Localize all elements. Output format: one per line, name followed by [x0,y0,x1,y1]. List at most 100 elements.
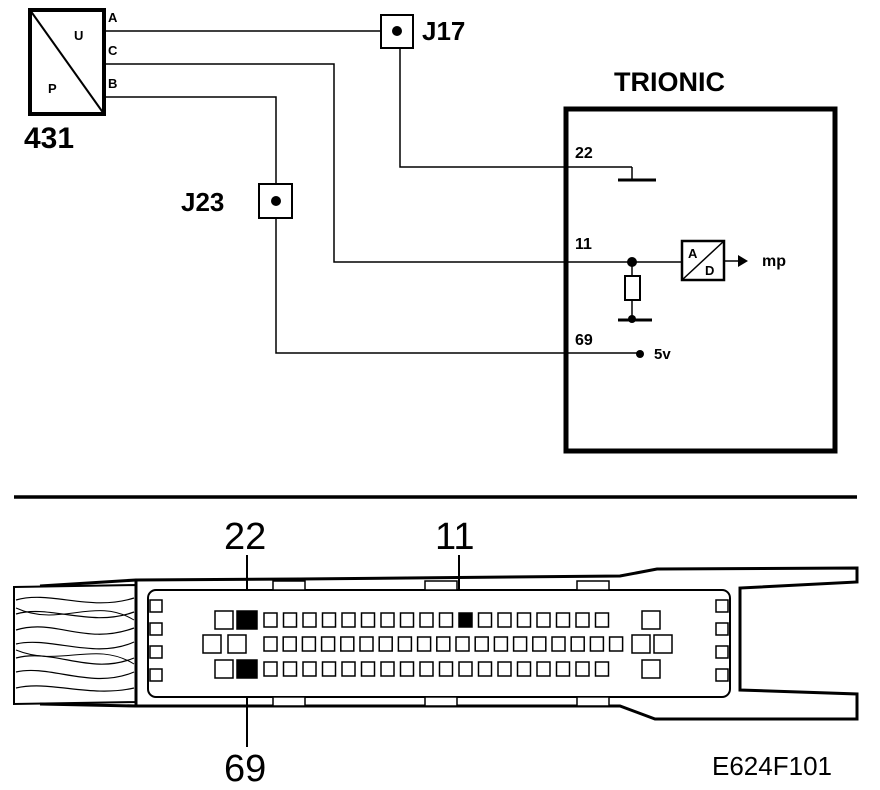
figure-code: E624F101 [712,751,832,781]
pin [438,612,454,628]
sensor-pin-c: C [108,43,118,58]
pin [594,612,610,628]
pin [474,636,489,652]
connector-tabs [272,580,610,707]
pin [512,636,528,652]
pin [321,612,337,628]
pin [380,612,395,628]
junction-j23-label: J23 [181,187,224,217]
pin [493,636,509,652]
junction-j23: J23 [181,183,293,219]
wires [104,30,682,354]
pin [536,661,551,677]
pin [263,612,278,628]
wire-c [104,63,682,263]
pin [301,636,317,652]
pin [360,612,376,628]
pin [399,661,415,677]
pin [360,661,376,677]
cable-bundle [13,583,137,706]
pin [532,636,547,652]
sensor-label-p: P [48,81,57,96]
pin [458,661,473,677]
ecu-pin-22: 22 [575,145,593,162]
pin [551,636,566,652]
pin [341,661,356,677]
pin [416,636,432,652]
pin-large [641,659,661,679]
pin [497,661,512,677]
pin [555,612,571,628]
pin [397,636,413,652]
pin [302,661,317,677]
pin [436,636,451,652]
pin-22 [236,610,258,630]
wire-b-lower [275,218,638,354]
pin [263,661,278,677]
connector-pin-grid [202,610,673,679]
callout-69: 69 [224,748,266,790]
ecu-pin-11: 11 [575,236,592,253]
pin [302,612,317,628]
pin [399,612,415,628]
pin [340,636,355,652]
pin-69 [236,659,258,679]
resistor-icon [624,275,641,301]
pin [594,661,610,677]
node-69 [636,350,644,358]
pin [282,661,298,677]
pin [282,636,297,652]
pin-large [214,610,234,630]
wire-b [104,96,277,184]
callout-22: 22 [224,516,266,558]
pin-large [631,634,651,654]
ecu-title: TRIONIC [614,67,725,97]
pin [497,612,512,628]
pin [359,636,374,652]
sensor-pin-a: A [108,10,118,25]
ad-label-d: D [705,263,714,278]
pin [555,661,571,677]
pin [516,612,532,628]
junction-j17: J17 [380,14,465,49]
pin [419,661,434,677]
pin [536,612,551,628]
ecu-pin-69: 69 [575,332,593,349]
pin [570,636,585,652]
sensor-431: U P A C B 431 [24,8,118,155]
pin-large [214,659,234,679]
junction-j17-label: J17 [422,16,465,46]
pin-large [227,634,247,654]
pin [455,636,470,652]
pin [419,612,434,628]
ad-converter-icon: A D [680,239,726,282]
pin [477,612,493,628]
pin [320,636,336,652]
sensor-number: 431 [24,122,74,155]
callout-11: 11 [435,516,474,558]
pin [282,612,298,628]
sensor-label-u: U [74,28,83,43]
ecu-supply-label: 5v [654,346,671,363]
connector-notches [149,599,729,682]
pin [575,661,590,677]
pin [575,612,590,628]
ecu-output-label: mp [762,253,786,270]
output-arrow-icon [738,255,748,267]
pin [321,661,337,677]
pin-large [202,634,222,654]
pin [263,636,278,652]
ad-label-a: A [688,246,698,261]
pin [516,661,532,677]
pin-large [641,610,661,630]
pin-11 [458,612,473,628]
pin [477,661,493,677]
wire-pin-22 [399,48,632,168]
pin-large [653,634,673,654]
pin [589,636,605,652]
sensor-pin-b: B [108,76,117,91]
pin [380,661,395,677]
pin [438,661,454,677]
pin [341,612,356,628]
